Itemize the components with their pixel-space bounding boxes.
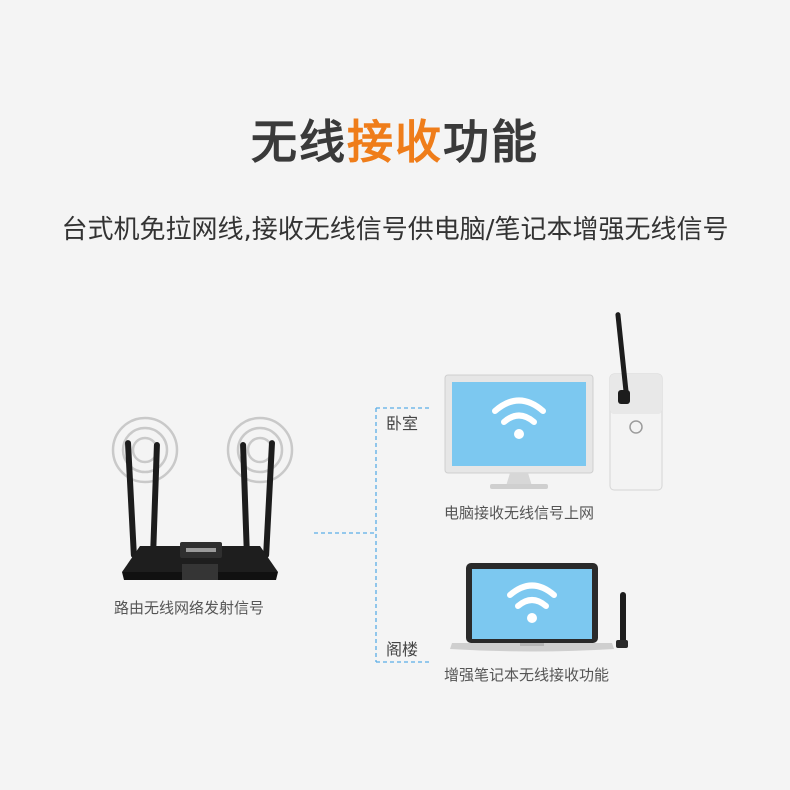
page-subtitle: 台式机免拉网线,接收无线信号供电脑/笔记本增强无线信号 — [61, 215, 729, 245]
laptop-icon — [450, 563, 628, 652]
desktop-computer-icon — [444, 312, 663, 491]
router-icon — [111, 416, 294, 580]
title-part2: 功能 — [443, 115, 539, 169]
title-part1: 无线 — [251, 115, 347, 169]
router-caption: 路由无线网络发射信号 — [114, 599, 265, 617]
connector-lines — [314, 407, 430, 663]
bedroom-label: 卧室 — [386, 414, 419, 433]
attic-label: 阁楼 — [386, 640, 419, 659]
title-accent: 接收 — [347, 115, 443, 169]
page-title: 无线接收功能 — [0, 112, 790, 172]
attic-caption: 增强笔记本无线接收功能 — [444, 666, 610, 684]
bedroom-caption: 电脑接收无线信号上网 — [444, 504, 595, 522]
